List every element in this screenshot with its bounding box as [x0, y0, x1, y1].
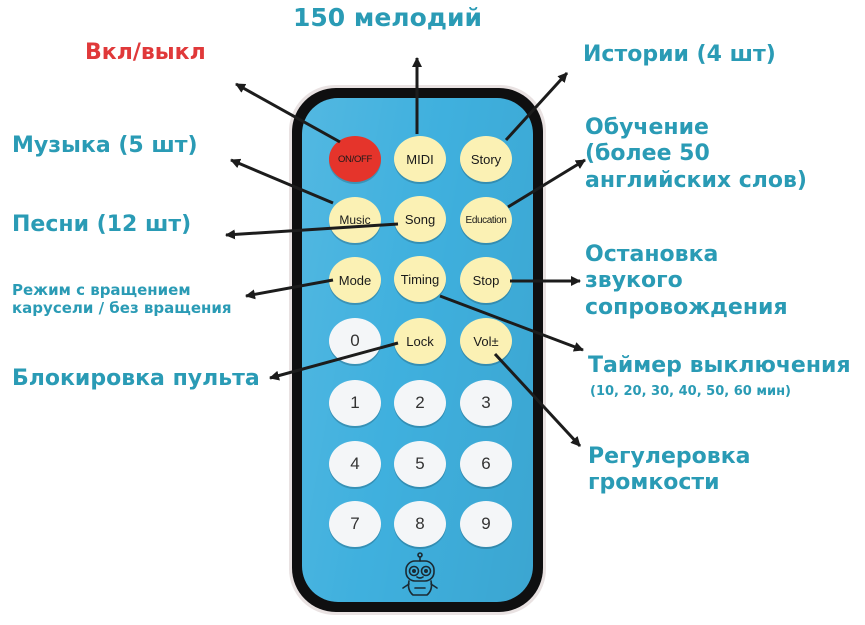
arrow-timer [439, 294, 584, 352]
label-stop-line2: звукого [585, 268, 683, 294]
label-music: Музыка (5 шт) [12, 133, 198, 158]
arrow-music [230, 158, 334, 205]
stop-button-label: Stop [472, 272, 500, 288]
music-button-label: Music [339, 213, 371, 227]
digit-6-label: 6 [481, 454, 491, 473]
arrow-volume [493, 352, 582, 448]
digit-1-label: 1 [350, 393, 360, 412]
digit-9-label: 9 [481, 514, 491, 533]
digit-7-label: 7 [350, 514, 360, 533]
digit-2-button[interactable]: 2 [394, 380, 446, 426]
label-stories: Истории (4 шт) [583, 42, 776, 67]
label-timer: Таймер выключения [588, 353, 851, 378]
vol-button[interactable]: Vol± [460, 318, 512, 364]
digit-6-button[interactable]: 6 [460, 441, 512, 487]
midi-button[interactable]: MIDI [394, 136, 446, 182]
onoff-button-label: ON/OFF [337, 153, 373, 165]
digit-4-button[interactable]: 4 [329, 441, 381, 487]
label-volume-line1: Регулеровка [588, 444, 751, 469]
digit-9-button[interactable]: 9 [460, 501, 512, 547]
label-volume: Регулеровка громкости [588, 444, 750, 497]
digit-5-label: 5 [415, 454, 425, 473]
label-mode-line2: карусели / без вращения [12, 299, 232, 317]
label-stop-line3: сопровождения [585, 294, 788, 320]
music-button[interactable]: Music [329, 197, 381, 243]
digit-2-label: 2 [415, 393, 425, 412]
mascot-logo-icon [402, 552, 438, 596]
timing-button[interactable]: Timing [394, 256, 446, 302]
digit-5-button[interactable]: 5 [394, 441, 446, 487]
onoff-button[interactable]: ON/OFF [329, 136, 381, 182]
digit-7-button[interactable]: 7 [329, 501, 381, 547]
zero-button-label: 0 [350, 331, 360, 350]
midi-button-label: MIDI [406, 151, 434, 167]
label-power: Вкл/выкл [85, 40, 206, 65]
timing-button-label: Timing [400, 271, 440, 287]
arrow-stories [504, 71, 569, 142]
lock-button[interactable]: Lock [394, 318, 446, 364]
label-education-line2: (более 50 [585, 141, 710, 167]
digit-1-button[interactable]: 1 [329, 380, 381, 426]
label-mode-line1: Режим с вращением [12, 281, 191, 299]
label-timer-values: (10, 20, 30, 40, 50, 60 мин) [590, 384, 791, 399]
label-education-line3: английских слов) [585, 167, 807, 193]
digit-3-label: 3 [481, 393, 491, 412]
education-button[interactable]: Education [460, 197, 512, 243]
label-stop-line1: Остановка [585, 242, 719, 267]
arrow-mode [245, 278, 334, 300]
education-button-label: Education [465, 214, 507, 226]
label-melodies: 150 мелодий [293, 3, 482, 32]
label-mode: Режим с вращением карусели / без вращени… [12, 281, 232, 317]
digit-8-button[interactable]: 8 [394, 501, 446, 547]
digit-3-button[interactable]: 3 [460, 380, 512, 426]
vol-button-label: Vol± [473, 333, 499, 349]
stop-button[interactable]: Stop [460, 257, 512, 303]
digit-4-label: 4 [350, 454, 360, 473]
arrow-power [235, 82, 341, 144]
label-volume-line2: громкости [588, 470, 720, 496]
label-education: Обучение (более 50 английских слов) [585, 115, 807, 194]
arrow-lock [269, 341, 399, 381]
mode-button[interactable]: Mode [329, 257, 381, 303]
mode-button-label: Mode [338, 272, 372, 288]
label-lock: Блокировка пульта [12, 366, 260, 391]
digit-8-label: 8 [415, 514, 425, 533]
label-education-line1: Обучение [585, 115, 709, 140]
zero-button[interactable]: 0 [329, 318, 381, 364]
label-songs: Песни (12 шт) [12, 212, 192, 237]
story-button[interactable]: Story [460, 136, 512, 182]
arrow-education [507, 158, 586, 209]
song-button[interactable]: Song [394, 196, 446, 242]
song-button-label: Song [404, 211, 436, 227]
lock-button-label: Lock [406, 333, 434, 349]
label-stop: Остановка звукого сопровождения [585, 242, 788, 321]
story-button-label: Story [470, 151, 502, 167]
arrow-songs [225, 222, 399, 240]
